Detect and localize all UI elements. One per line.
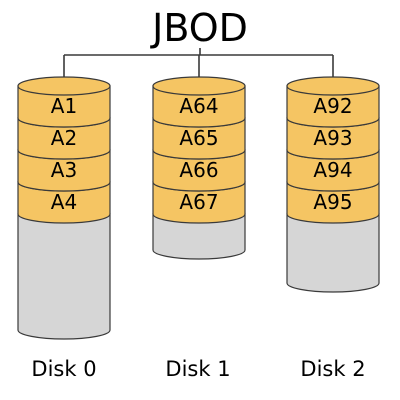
disk-2-label: Disk 2 (300, 357, 366, 381)
disk-1-label: Disk 1 (165, 357, 231, 381)
disk-0-block-3 (17, 181, 111, 224)
disk-2-block-3 (286, 181, 380, 224)
disk-1-block-0 (152, 85, 246, 128)
disk-2-block-1 (286, 117, 380, 160)
disk-1-block-1-label: A65 (179, 126, 218, 150)
disk-2-block-0-label: A92 (313, 94, 352, 118)
disk-0-label: Disk 0 (31, 357, 97, 381)
disk-0-free-space (17, 213, 111, 340)
disk-0-block-0-top (17, 76, 111, 96)
disk-0-stack: A4 A3 A2 A1 (17, 76, 111, 340)
disk-1-block-1 (152, 117, 246, 160)
disk-2-block-0 (286, 85, 380, 128)
disk-0-block-0-label: A1 (51, 94, 77, 118)
disk-1-block-2 (152, 149, 246, 192)
disk-2-block-3-label: A95 (313, 190, 352, 214)
disk-0-block-1 (17, 117, 111, 160)
disk-2-block-2-label: A94 (313, 158, 352, 182)
disk-2-block-1-label: A93 (313, 126, 352, 150)
disk-1-block-0-label: A64 (179, 94, 218, 118)
disk-0-block-2-label: A3 (51, 158, 77, 182)
disk-1-block-3 (152, 181, 246, 224)
disk-2-block-0-top (286, 76, 380, 96)
disk-1-free-space (152, 213, 246, 260)
disk-0-block-0 (17, 85, 111, 128)
disk-0-block-2 (17, 149, 111, 192)
disk-1-block-0-top (152, 76, 246, 96)
disk-2-block-2 (286, 149, 380, 192)
disk-1-stack: A67 A66 A65 A64 (152, 76, 246, 260)
disk-2-stack: A95 A94 A93 A92 (286, 76, 380, 293)
diagram-title: JBOD (152, 6, 248, 50)
disk-1-block-3-label: A67 (179, 190, 218, 214)
disk-0-block-1-label: A2 (51, 126, 77, 150)
disk-1-block-2-label: A66 (179, 158, 218, 182)
disk-2-free-space (286, 213, 380, 293)
disk-0-block-3-label: A4 (51, 190, 77, 214)
